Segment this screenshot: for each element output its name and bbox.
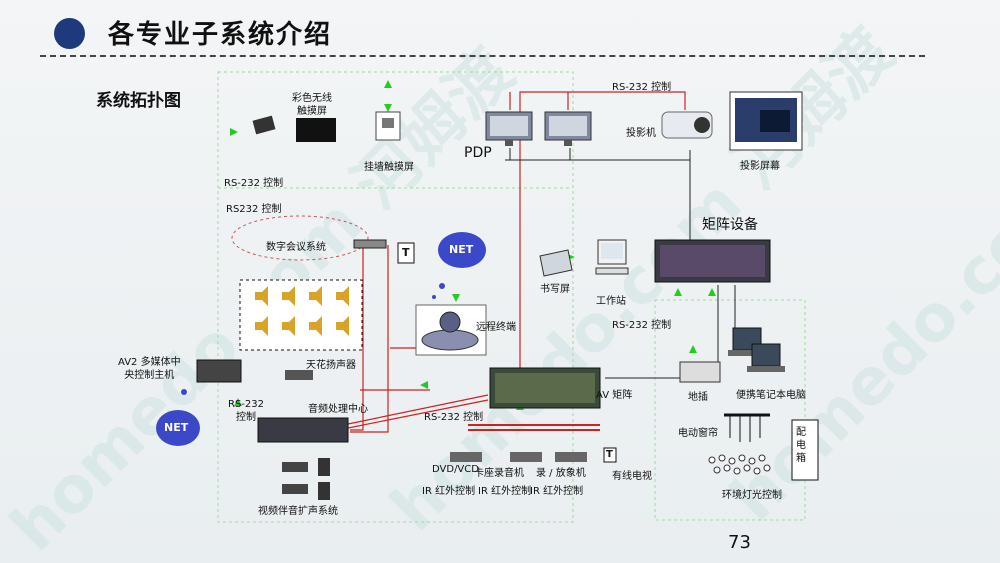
speaker-array [239,279,363,351]
distribution-box [791,419,819,481]
dvd-label: DVD/VCD [432,464,479,475]
matrix-device-label: 矩阵设备 [702,217,758,233]
rs232-label-5: RS-232 控制 [612,320,672,331]
remote-terminal-device [415,304,487,356]
ir-label-3: IR 红外控制 [530,486,584,497]
writing-screen-label: 书写屏 [540,284,570,295]
ir-label-2: IR 红外控制 [478,486,532,497]
curtain-device [724,413,770,442]
amplifier-devices [282,458,330,500]
projector-label: 投影机 [626,128,656,139]
control-lines [347,91,686,433]
page-number: 73 [728,532,751,553]
rs232-label-1: RS-232 控制 [224,178,284,189]
conference-label: 数字会议系统 [266,242,326,253]
net-cloud-left [156,389,200,446]
projection-screen-label: 投影屏幕 [740,161,780,172]
socket-label: 地插 [688,392,708,403]
t-label-conference: T [402,246,410,259]
socket-device [679,361,721,383]
rs232-label-4: RS-232 控制 [424,412,484,423]
av2-host-device [196,359,242,383]
title-divider [40,55,925,57]
net-cloud-top [432,232,486,299]
writing-screen-device [539,249,573,277]
net-label-top: NET [449,243,474,256]
matrix-device [654,239,771,283]
audio-processor-device [257,370,349,443]
remote-terminal-label: 远程终端 [476,322,516,333]
laptop-label: 便携笔记本电脑 [736,390,806,401]
net-label-left: NET [164,421,189,434]
projector-device [661,111,713,139]
cable-tv-label: 有线电视 [612,471,652,482]
signal-lines [505,148,736,379]
audio-center-label: 音频处理中心 [308,404,368,415]
title-bullet [54,18,85,49]
media-devices [450,452,587,462]
lighting-label: 环境灯光控制 [722,490,782,501]
region-borders [217,71,806,523]
distribution-box-label: 配 电 箱 [796,427,806,464]
wall-touch-label: 挂墙触摸屏 [364,162,414,173]
av-matrix-device [489,367,601,409]
laptop-devices [728,327,785,372]
pdp-label: PDP [464,145,492,161]
color-touch-label: 彩色无线 触摸屏 [292,93,332,117]
lighting-bulbs [708,454,771,475]
t-box-tv [603,447,617,463]
video-recorder-label: 录 / 放象机 [536,468,586,479]
projection-screen [729,91,803,151]
workstation-label: 工作站 [596,296,626,307]
t-box-conference [397,242,415,264]
rs232-top-label: RS-232 控制 [612,82,672,93]
t-label-tv: T [606,449,613,460]
curtain-label: 电动窗帘 [678,428,718,439]
pdp-monitors [485,111,592,146]
conference-ring [231,215,387,261]
page-title: 各专业子系统介绍 [108,20,333,50]
rs232-label-3: RS-232 控制 [228,399,264,423]
rs232-label-2: RS232 控制 [226,204,282,215]
ir-label-1: IR 红外控制 [422,486,476,497]
color-touch-device [252,115,336,142]
tape-recorder-label: 卡座录音机 [474,468,524,479]
ceiling-speaker-label: 天花扬声器 [306,360,356,371]
video-sound-label: 视频伴音扩声系统 [258,506,338,517]
av-matrix-label: AV 矩阵 [596,390,633,401]
right-region [654,299,806,521]
wall-touch-device [375,111,401,141]
workstation-device [595,239,629,275]
diagram-title: 系统拓扑图 [96,91,181,111]
av2-host-label: AV2 多媒体中 央控制主机 [118,357,181,381]
